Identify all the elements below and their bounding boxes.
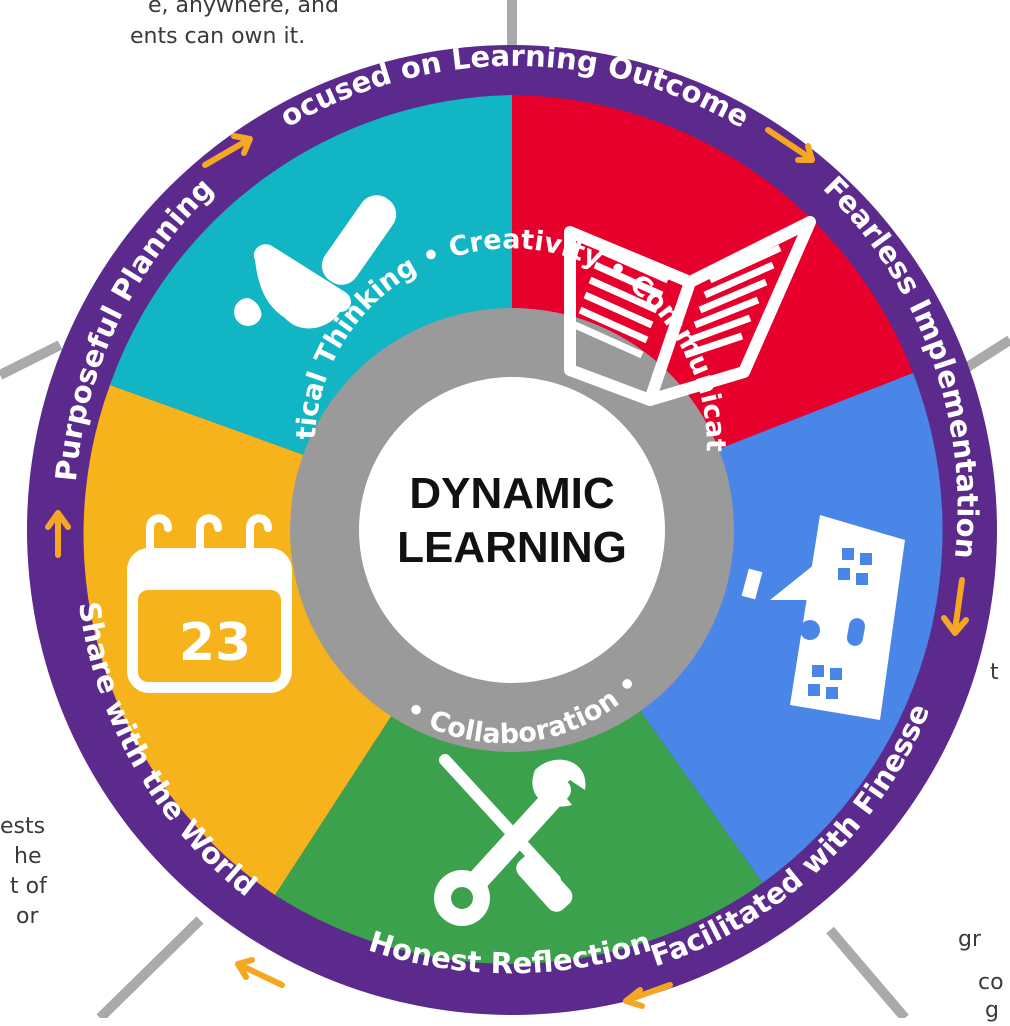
stage-arrows: [45, 127, 969, 1009]
building-icon: [741, 515, 905, 720]
bell-icon: [228, 195, 397, 329]
arrow-icon-2: [941, 577, 969, 636]
calendar-icon: 23: [127, 514, 292, 693]
arrow-icon-6: [202, 133, 253, 168]
calendar-day-number: 23: [179, 613, 251, 673]
center-title-line-1: DYNAMIC: [409, 469, 614, 518]
bg-text-left-3: t of: [10, 874, 47, 899]
bg-text-left-1: ests: [0, 814, 46, 839]
center-title-line-2: LEARNING: [397, 523, 627, 572]
arrow-icon-5: [45, 510, 71, 558]
bg-text-top-1: e, anywhere, and: [148, 0, 339, 18]
arrow-icon-3: [623, 982, 673, 1009]
book-icon: [564, 216, 816, 406]
bg-text-right-co: co: [978, 970, 1004, 995]
bg-text-left-2: he: [14, 844, 42, 869]
bg-text-right-g: g: [985, 998, 999, 1023]
center-circle: [359, 377, 665, 683]
arrow-icon-4: [235, 957, 285, 988]
arrow-icon-1: [765, 127, 815, 163]
bg-text-right-t: t: [990, 660, 999, 685]
tools-icon: [434, 754, 586, 926]
bg-text-top-2: ents can own it.: [130, 24, 306, 49]
bg-text-right-gr: gr: [958, 927, 982, 952]
bg-text-left-4: or: [16, 904, 39, 929]
